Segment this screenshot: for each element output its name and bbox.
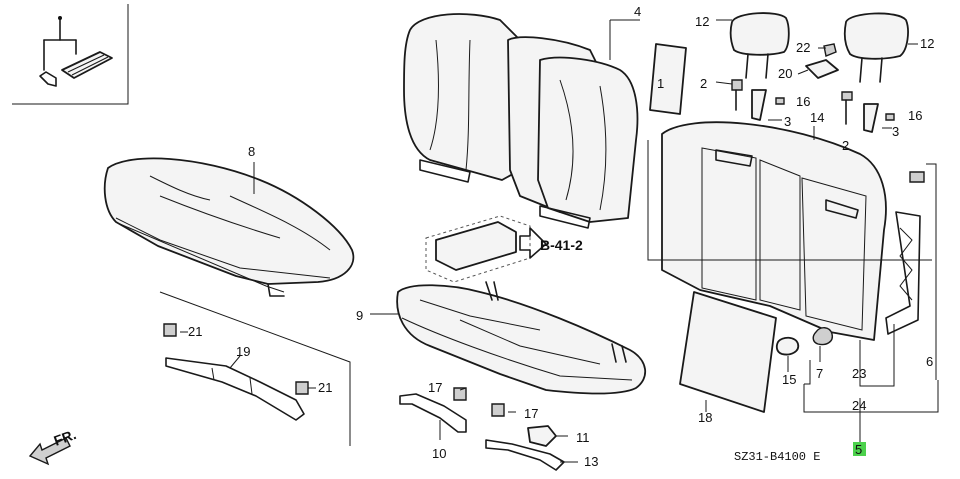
part-23-seatback-pad — [661, 121, 887, 341]
part-15-bushing — [775, 336, 800, 356]
part-12-headrest-right — [843, 12, 909, 83]
part-6-frame — [885, 171, 925, 335]
callout-16-right: 16 — [908, 108, 922, 123]
callout-17-top: 17 — [428, 380, 442, 395]
callout-9: 9 — [356, 308, 363, 323]
callout-22: 22 — [796, 40, 810, 55]
callout-8: 8 — [248, 144, 255, 159]
callout-12-left: 12 — [695, 14, 709, 29]
callout-4: 4 — [634, 4, 641, 19]
part-13-bracket — [485, 439, 565, 471]
callout-24: 24 — [852, 398, 866, 413]
part-12-headrest-left — [729, 12, 790, 79]
part-11-clip — [527, 425, 557, 447]
callout-5: 5 — [855, 442, 862, 457]
section-divider — [159, 291, 351, 446]
part-19-bracket — [163, 323, 309, 421]
callout-3-right: 3 — [892, 124, 899, 139]
part-8-seat-cushion-cover — [103, 157, 355, 297]
part-1-panel — [649, 43, 687, 115]
callout-6: 6 — [926, 354, 933, 369]
callout-20: 20 — [778, 66, 792, 81]
callout-10: 10 — [432, 446, 446, 461]
armrest-reference — [425, 215, 547, 283]
fr-direction-arrow-icon — [28, 437, 71, 466]
leader-lines — [180, 19, 939, 463]
callout-11: 11 — [576, 430, 590, 445]
callout-14: 14 — [810, 110, 824, 125]
callout-1: 1 — [657, 76, 664, 91]
reference-label: B-41-2 — [540, 237, 583, 253]
part-10-bracket — [399, 393, 467, 433]
callout-21-top: 21 — [188, 324, 202, 339]
part-18-board — [679, 291, 777, 413]
highlight-box — [853, 442, 866, 456]
callout-23: 23 — [852, 366, 866, 381]
part-17-bolts — [453, 387, 505, 417]
callout-18: 18 — [698, 410, 712, 425]
callout-19: 19 — [236, 344, 250, 359]
callout-21-bottom: 21 — [318, 380, 332, 395]
callout-2-left: 2 — [700, 76, 707, 91]
part-9-seat-cushion-pad — [396, 281, 646, 395]
part-4-seatback-cover — [403, 13, 639, 229]
callout-15: 15 — [782, 372, 796, 387]
callout-12-right: 12 — [920, 36, 934, 51]
callout-labels: 4 12 12 22 20 2 16 16 3 3 14 2 8 9 21 19… — [188, 4, 934, 469]
direction-label: FR. — [52, 426, 79, 449]
callout-13: 13 — [584, 454, 598, 469]
part-7-bushing — [812, 327, 833, 346]
callout-5-highlight: 5 — [853, 442, 866, 457]
callout-17-bottom: 17 — [524, 406, 538, 421]
callout-3-left: 3 — [784, 114, 791, 129]
inset-frame — [12, 4, 129, 105]
callout-2-right: 2 — [842, 138, 849, 153]
callout-7: 7 — [816, 366, 823, 381]
callout-16-left: 16 — [796, 94, 810, 109]
drawing-code: SZ31-B4100 E — [734, 450, 820, 464]
